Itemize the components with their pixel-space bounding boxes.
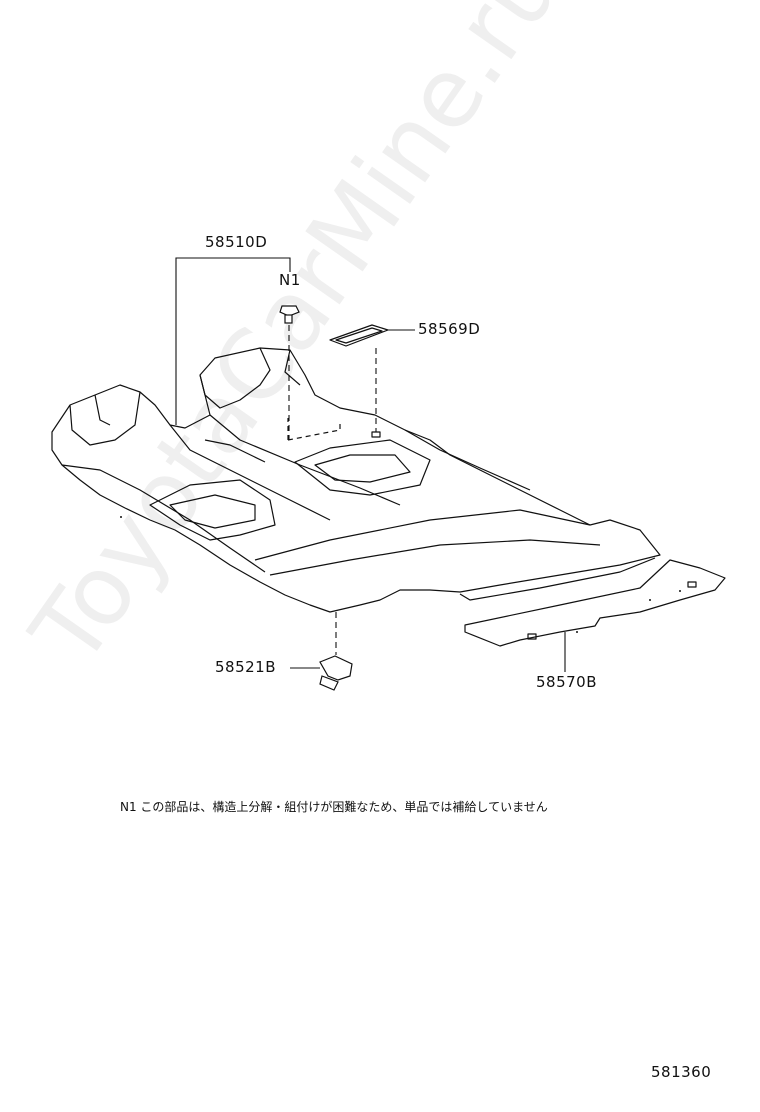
rear-carpet-hole-1 <box>527 633 537 640</box>
front-floor-panel-left-inner <box>169 494 256 529</box>
label-58570b: 58570B <box>536 673 598 691</box>
figure-number: 581360 <box>651 1063 712 1081</box>
label-58521b: 58521B <box>215 658 277 676</box>
stray-dot-2 <box>649 599 651 601</box>
rear-carpet-hole-2 <box>687 581 697 588</box>
left-footwell-ridge <box>94 394 111 426</box>
stray-dot-4 <box>576 631 578 633</box>
stray-dot-3 <box>679 590 681 592</box>
right-footwell-ridge <box>284 349 301 386</box>
label-n1: N1 <box>279 271 301 289</box>
rear-floor-step <box>254 509 591 561</box>
label-58569d: 58569D <box>418 320 481 338</box>
center-tunnel-left <box>169 424 331 521</box>
stray-dot-1 <box>120 516 122 518</box>
n1-clip-head <box>279 305 300 317</box>
bracket-58510d <box>175 257 291 425</box>
left-sill <box>61 464 266 573</box>
n1-clip-stem <box>284 314 293 324</box>
retainer-58521b-base <box>319 675 339 691</box>
front-floor-panel-right <box>294 439 431 496</box>
pad-58569d-inner <box>335 327 383 344</box>
front-floor-panel-right-inner <box>314 454 411 483</box>
supply-note: N1 この部品は、構造上分解・組付けが困難なため、単品では補給していません <box>120 800 548 814</box>
n1-dashed-box <box>287 418 341 441</box>
front-floor-panel-left <box>149 479 276 541</box>
right-footwell <box>199 347 271 409</box>
label-58510d: 58510D <box>205 233 268 251</box>
rear-carpet-fold <box>459 557 656 601</box>
rear-floor-step-lower <box>269 539 601 576</box>
retainer-58521b <box>319 655 353 681</box>
pad-58569d <box>329 324 389 347</box>
center-tunnel-top <box>204 439 266 463</box>
rear-carpet-outline <box>464 559 726 647</box>
center-tunnel-right <box>209 414 401 506</box>
right-sill <box>404 429 531 491</box>
left-footwell <box>69 391 141 446</box>
n1-hole <box>371 431 381 438</box>
floor-carpet-outline <box>51 347 661 613</box>
